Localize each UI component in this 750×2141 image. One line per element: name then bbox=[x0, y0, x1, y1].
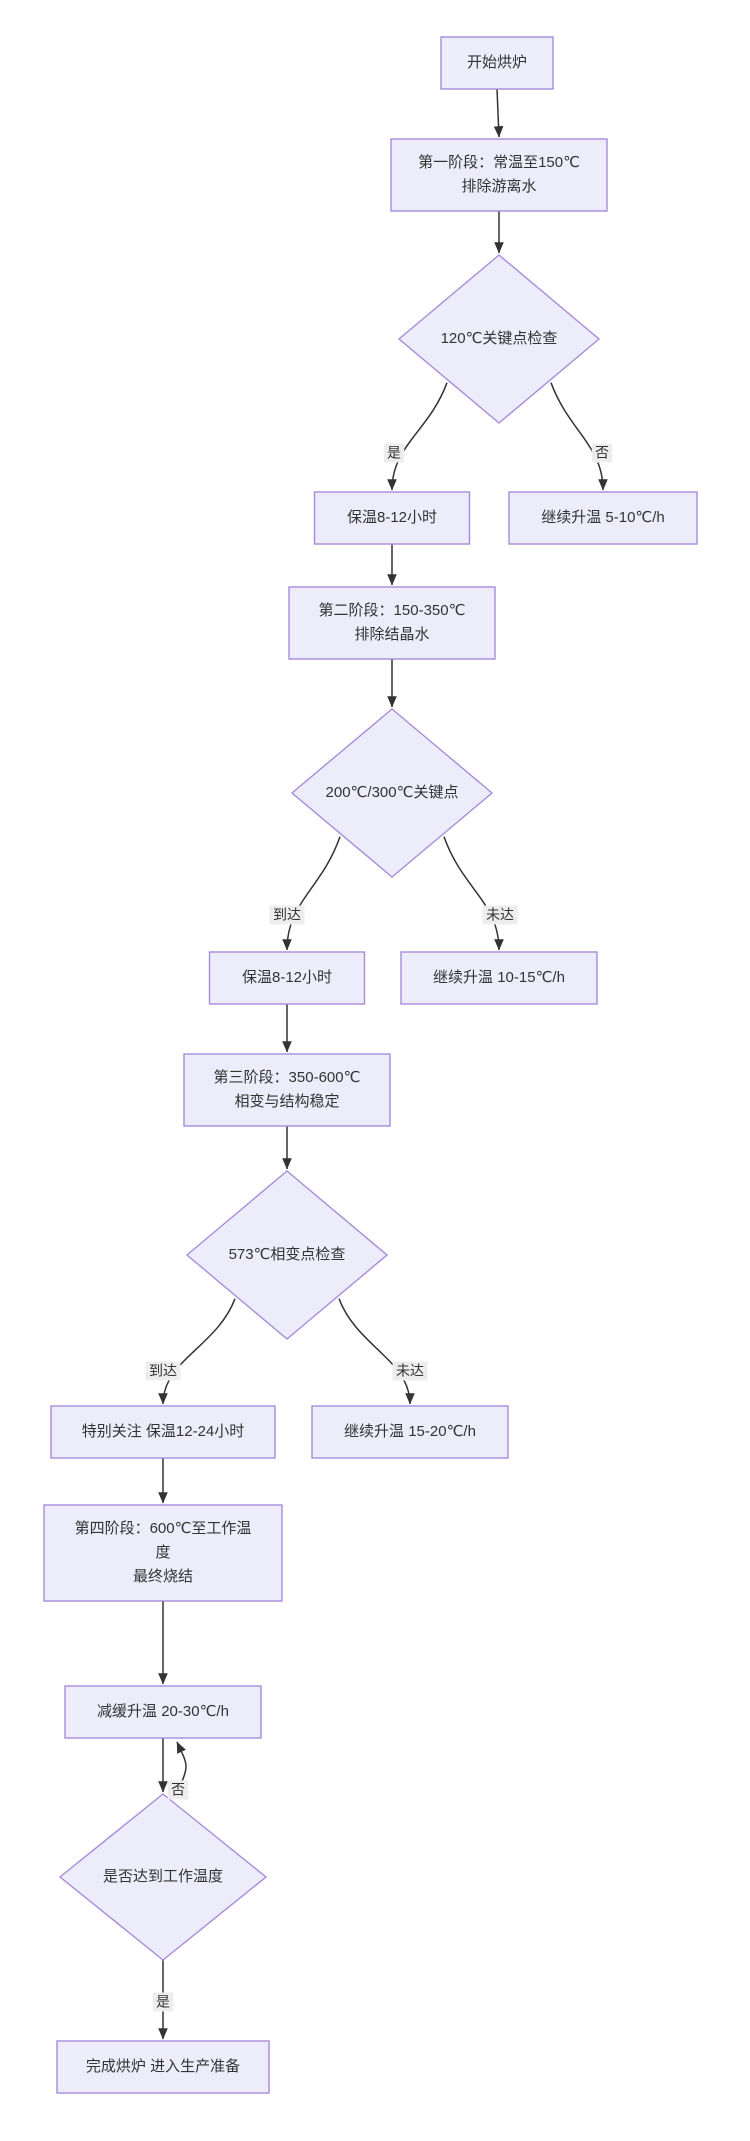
node-n8-process[interactable]: 保温8-12小时 bbox=[208, 951, 366, 1005]
process-box bbox=[440, 36, 554, 90]
edge-label-n3-to-n5: 否 bbox=[591, 443, 613, 463]
node-label: 继续升温 10-15℃/h bbox=[433, 969, 565, 986]
edge-label-n16-to-n15: 否 bbox=[167, 1780, 189, 1800]
edge-label-n11-to-n12: 到达 bbox=[145, 1361, 181, 1381]
node-label: 573℃相变点检查 bbox=[229, 1246, 346, 1263]
node-label: 第二阶段：150-350℃ bbox=[319, 601, 466, 619]
process-box bbox=[64, 1685, 262, 1739]
node-label: 是否达到工作温度 bbox=[103, 1868, 223, 1885]
node-n4-process[interactable]: 保温8-12小时 bbox=[313, 491, 471, 545]
edge-label-n11-to-n13: 未达 bbox=[392, 1361, 428, 1381]
edge-label-background bbox=[482, 905, 518, 925]
node-label: 相变与结构稳定 bbox=[234, 1093, 339, 1110]
node-n15-process[interactable]: 减缓升温 20-30℃/h bbox=[64, 1685, 262, 1739]
edge-label-text: 否 bbox=[595, 445, 609, 461]
edge-label-text: 是 bbox=[156, 1994, 170, 2010]
edge-label-n7-to-n8: 到达 bbox=[269, 905, 305, 925]
process-box bbox=[56, 2040, 270, 2094]
edge-label-text: 是 bbox=[387, 445, 401, 461]
edge-label-background bbox=[383, 443, 405, 463]
edge-label-n7-to-n9: 未达 bbox=[482, 905, 518, 925]
node-label: 保温8-12小时 bbox=[242, 969, 332, 986]
edge-n7-to-n8 bbox=[282, 836, 341, 951]
process-box bbox=[400, 951, 598, 1005]
edge-n7-to-n9 bbox=[443, 836, 504, 951]
edge-label-n16-to-n17: 是 bbox=[152, 1992, 174, 2012]
edge-n3-to-n4 bbox=[387, 382, 448, 491]
edge-n11-to-n12 bbox=[158, 1298, 236, 1405]
edge-label-text: 否 bbox=[171, 1782, 185, 1798]
decision-diamond bbox=[290, 708, 494, 878]
node-n3-decision[interactable]: 120℃关键点检查 bbox=[397, 254, 601, 424]
decision-diamond bbox=[58, 1793, 268, 1961]
decision-diamond bbox=[397, 254, 601, 424]
node-n1-process[interactable]: 开始烘炉 bbox=[440, 36, 554, 90]
node-label: 继续升温 5-10℃/h bbox=[541, 509, 665, 526]
edge-label-background bbox=[167, 1780, 189, 1800]
edge-n1-to-n2 bbox=[493, 88, 504, 138]
process-box bbox=[43, 1504, 283, 1602]
node-n10-process[interactable]: 第三阶段：350-600℃ 相变与结构稳定 bbox=[183, 1053, 391, 1127]
node-label: 第四阶段：600℃至工作温 bbox=[75, 1519, 252, 1537]
node-n12-process[interactable]: 特别关注 保温12-24小时 bbox=[50, 1405, 276, 1459]
node-n6-process[interactable]: 第二阶段：150-350℃ 排除结晶水 bbox=[288, 586, 496, 660]
edge-label-background bbox=[269, 905, 305, 925]
node-label: 完成烘炉 进入生产准备 bbox=[86, 2058, 240, 2075]
edge-label-text: 到达 bbox=[149, 1363, 177, 1379]
node-label: 200℃/300℃关键点 bbox=[326, 784, 459, 801]
node-label: 继续升温 15-20℃/h bbox=[344, 1423, 476, 1440]
decision-diamond bbox=[185, 1170, 389, 1340]
process-box bbox=[390, 138, 608, 212]
process-box bbox=[50, 1405, 276, 1459]
node-n11-decision[interactable]: 573℃相变点检查 bbox=[185, 1170, 389, 1340]
edge-label-n3-to-n4: 是 bbox=[383, 443, 405, 463]
edge-n11-to-n13 bbox=[338, 1298, 415, 1405]
process-box bbox=[183, 1053, 391, 1127]
node-label: 第三阶段：350-600℃ bbox=[214, 1068, 361, 1086]
node-label: 排除游离水 bbox=[461, 178, 536, 195]
node-label: 特别关注 保温12-24小时 bbox=[82, 1423, 245, 1440]
edge-label-background bbox=[152, 1992, 174, 2012]
edge-label-text: 未达 bbox=[396, 1363, 424, 1379]
edge-n3-to-n5 bbox=[550, 382, 608, 491]
node-label: 120℃关键点检查 bbox=[441, 330, 558, 347]
node-n17-process[interactable]: 完成烘炉 进入生产准备 bbox=[56, 2040, 270, 2094]
node-label: 第一阶段：常温至150℃ bbox=[418, 153, 580, 171]
process-box bbox=[313, 491, 471, 545]
edge-label-background bbox=[145, 1361, 181, 1381]
edge-label-text: 到达 bbox=[273, 907, 301, 923]
edge-label-text: 未达 bbox=[486, 907, 514, 923]
edge-labels-layer: 是否到达未达到达未达否是 bbox=[145, 443, 613, 2012]
process-box bbox=[288, 586, 496, 660]
node-label: 保温8-12小时 bbox=[347, 509, 437, 526]
node-label: 开始烘炉 bbox=[467, 54, 527, 71]
node-n13-process[interactable]: 继续升温 15-20℃/h bbox=[311, 1405, 509, 1459]
node-n2-process[interactable]: 第一阶段：常温至150℃ 排除游离水 bbox=[390, 138, 608, 212]
node-label: 减缓升温 20-30℃/h bbox=[97, 1703, 229, 1720]
node-n5-process[interactable]: 继续升温 5-10℃/h bbox=[508, 491, 698, 545]
edge-label-background bbox=[591, 443, 613, 463]
node-n9-process[interactable]: 继续升温 10-15℃/h bbox=[400, 951, 598, 1005]
node-label: 最终烧结 bbox=[133, 1568, 193, 1585]
process-box bbox=[311, 1405, 509, 1459]
node-label: 排除结晶水 bbox=[354, 626, 429, 643]
process-box bbox=[208, 951, 366, 1005]
node-n7-decision[interactable]: 200℃/300℃关键点 bbox=[290, 708, 494, 878]
node-n16-decision[interactable]: 是否达到工作温度 bbox=[58, 1793, 268, 1961]
node-label: 度 bbox=[155, 1544, 170, 1561]
edge-label-background bbox=[392, 1361, 428, 1381]
process-box bbox=[508, 491, 698, 545]
nodes-layer: 开始烘炉第一阶段：常温至150℃排除游离水120℃关键点检查保温8-12小时继续… bbox=[43, 36, 698, 2094]
